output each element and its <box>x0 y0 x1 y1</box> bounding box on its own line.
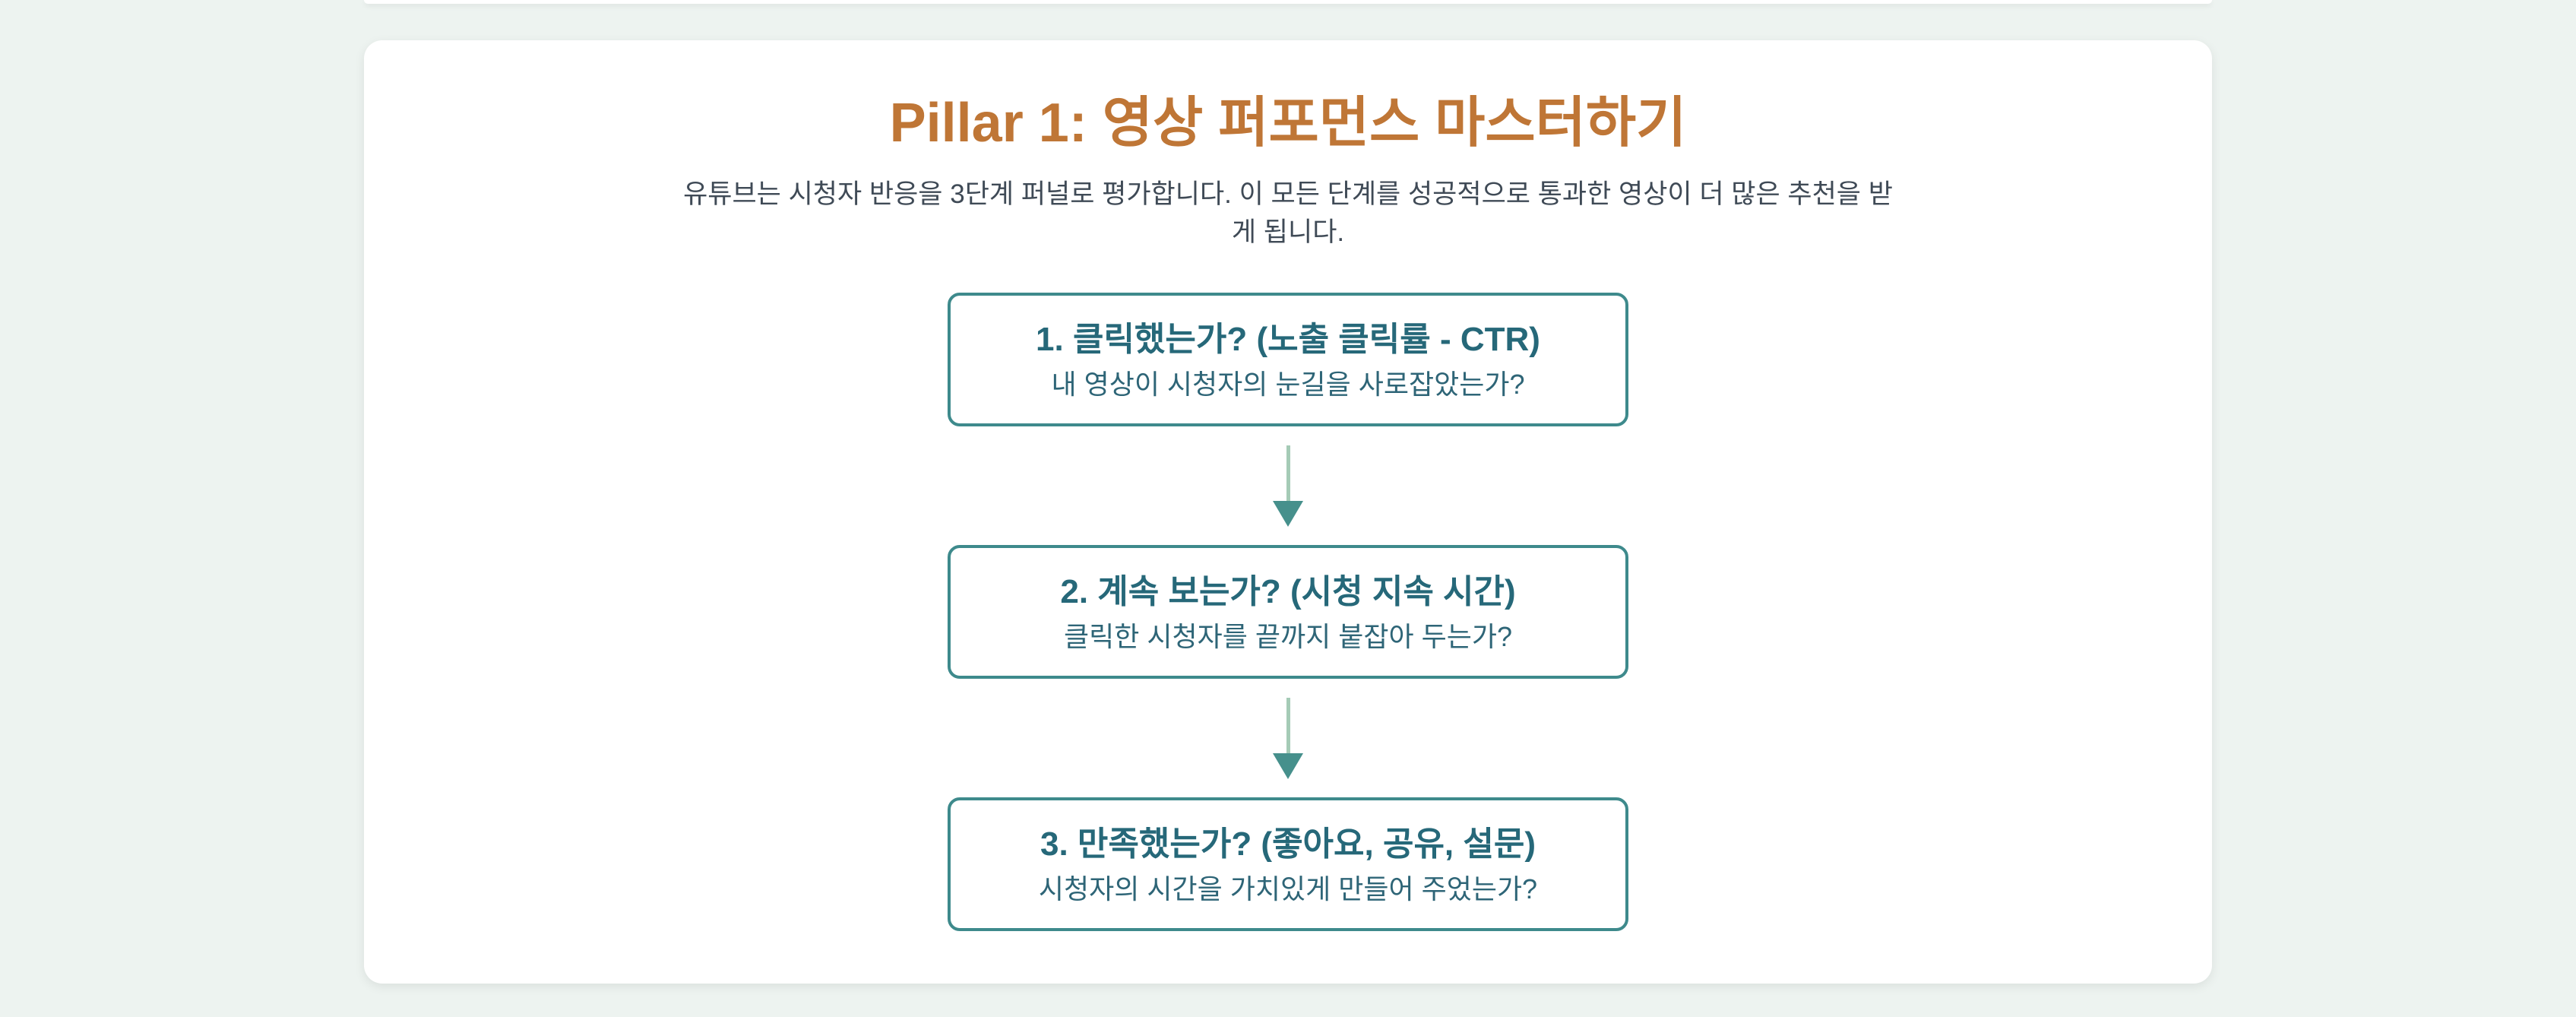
funnel-step-3-box: 3. 만족했는가? (좋아요, 공유, 설문) 시청자의 시간을 가치있게 만들… <box>948 797 1628 931</box>
previous-card-bottom-edge <box>364 0 2212 4</box>
arrow-shaft <box>1286 445 1290 501</box>
pillar-1-card: Pillar 1: 영상 퍼포먼스 마스터하기 유튜브는 시청자 반응을 3단계… <box>364 40 2212 984</box>
arrow-head <box>1273 752 1303 779</box>
down-arrow-icon <box>1273 679 1303 797</box>
funnel-step-3-heading: 3. 만족했는가? (좋아요, 공유, 설문) <box>1040 825 1536 863</box>
funnel-step-2-heading: 2. 계속 보는가? (시청 지속 시간) <box>1060 572 1516 610</box>
funnel-step-1-heading: 1. 클릭했는가? (노출 클릭률 - CTR) <box>1036 320 1540 358</box>
funnel-step-2-description: 클릭한 시청자를 끝까지 붙잡아 두는가? <box>1064 621 1512 653</box>
page-title: Pillar 1: 영상 퍼포먼스 마스터하기 <box>889 93 1687 154</box>
funnel-step-1-description: 내 영상이 시청자의 눈길을 사로잡았는가? <box>1051 369 1525 401</box>
arrow-shaft <box>1286 697 1290 753</box>
funnel-step-1-box: 1. 클릭했는가? (노출 클릭률 - CTR) 내 영상이 시청자의 눈길을 … <box>948 293 1628 426</box>
page-subtitle: 유튜브는 시청자 반응을 3단계 퍼널로 평가합니다. 이 모든 단계를 성공적… <box>683 179 1893 247</box>
arrow-head <box>1273 500 1303 527</box>
funnel-step-2-box: 2. 계속 보는가? (시청 지속 시간) 클릭한 시청자를 끝까지 붙잡아 두… <box>948 545 1628 679</box>
down-arrow-icon <box>1273 426 1303 545</box>
funnel-diagram: 1. 클릭했는가? (노출 클릭률 - CTR) 내 영상이 시청자의 눈길을 … <box>948 293 1628 931</box>
funnel-step-3-description: 시청자의 시간을 가치있게 만들어 주었는가? <box>1038 873 1538 905</box>
